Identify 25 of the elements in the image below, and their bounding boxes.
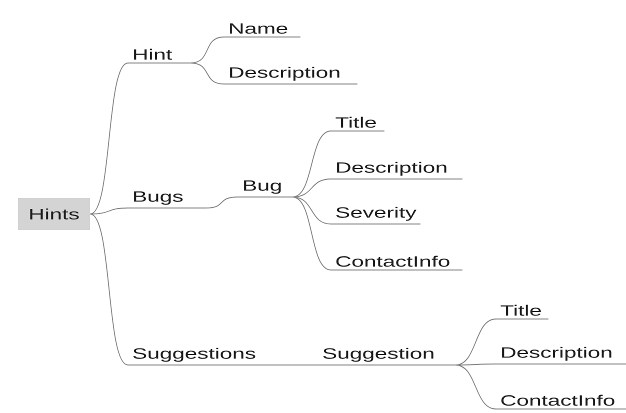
- branch-line: [292, 196, 332, 224]
- branch-line: [190, 62, 224, 84]
- branch-line: [292, 196, 332, 270]
- topic-label: Description: [496, 346, 626, 364]
- topic-label: Title: [496, 304, 549, 320]
- topic-label: Suggestions: [128, 348, 293, 366]
- branch-line: [204, 196, 238, 208]
- branch-line: [454, 364, 496, 410]
- topic-label: Bug: [238, 180, 293, 198]
- topic-label: ContactInfo: [330, 256, 463, 270]
- topic-label: ContactInfo: [496, 394, 626, 410]
- branch-line: [90, 214, 128, 366]
- branch-line: [292, 130, 332, 198]
- topic-label: Name: [224, 23, 301, 38]
- topic-label: Hint: [128, 48, 191, 64]
- topic-label: Title: [330, 116, 385, 132]
- branch-line: [292, 364, 318, 366]
- topic-label: Description: [330, 162, 463, 180]
- branch-line: [90, 208, 128, 214]
- branch-line: [90, 62, 128, 214]
- topic-label: Description: [224, 66, 358, 84]
- topic-label: Bugs: [128, 191, 206, 208]
- topic-label: Severity: [330, 206, 421, 224]
- topic-label: Suggestion: [318, 348, 456, 366]
- root-box: Hints: [18, 198, 90, 230]
